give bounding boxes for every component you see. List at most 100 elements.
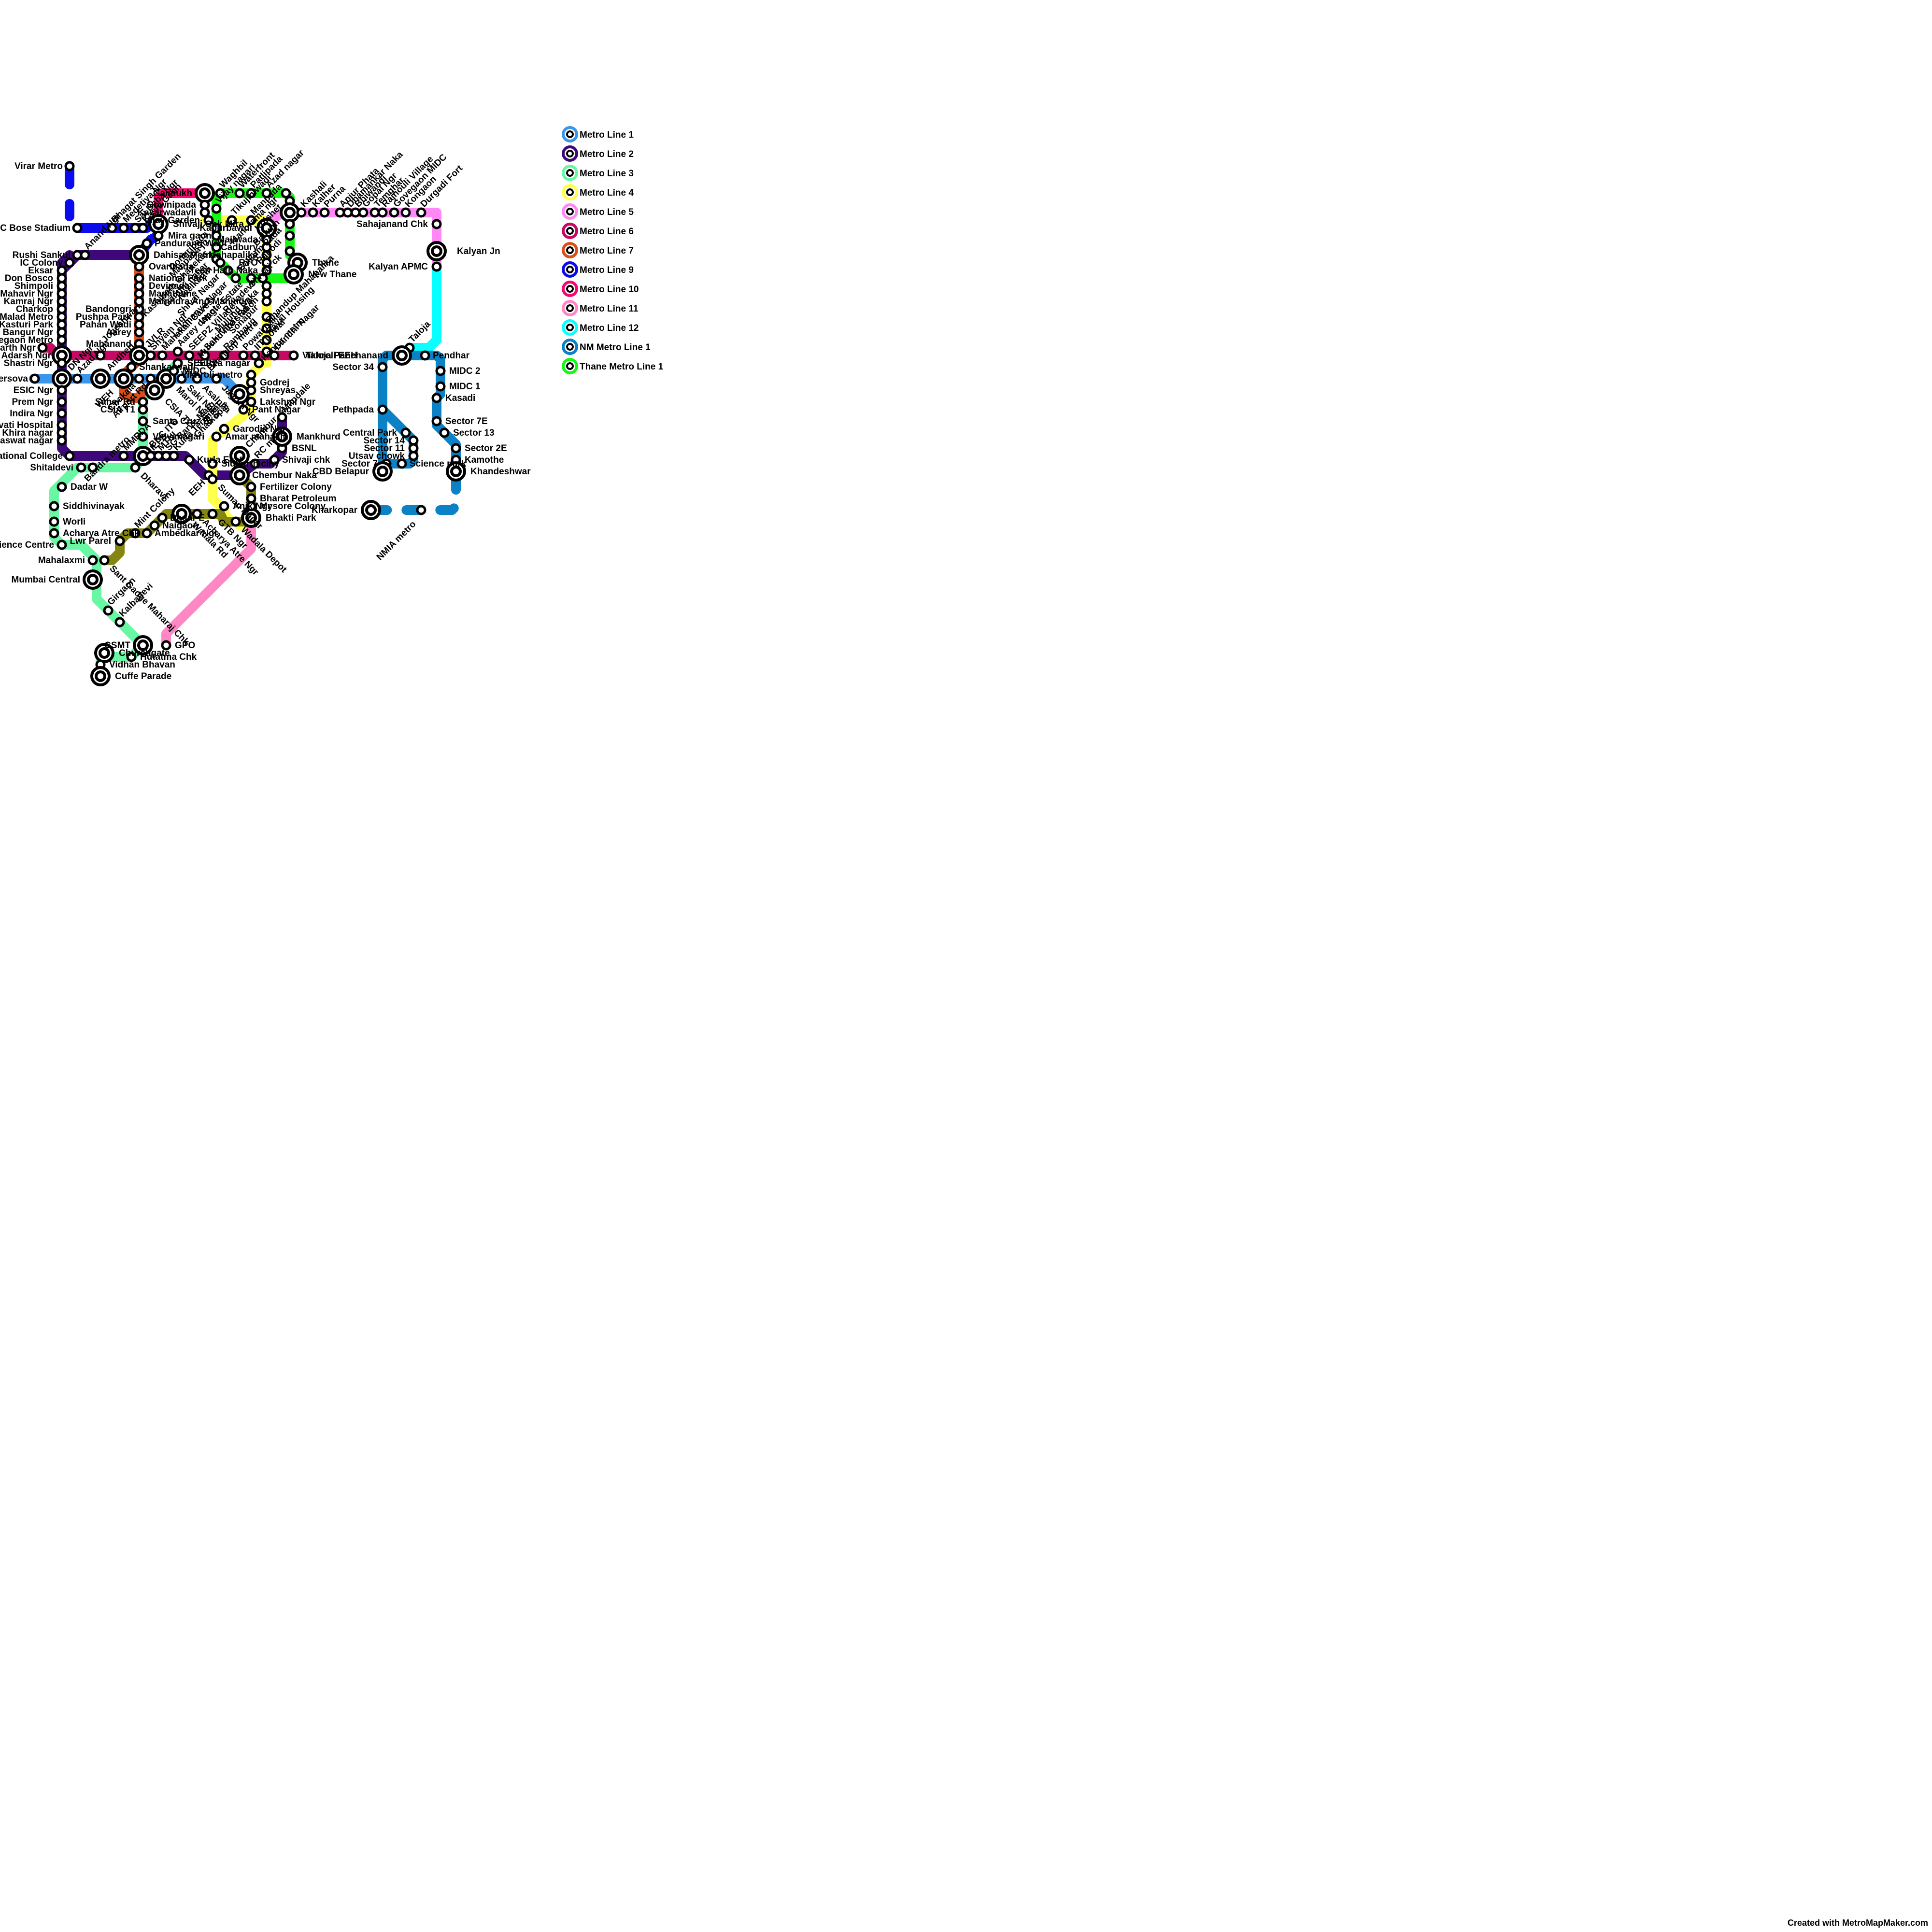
station-teen-hath-naka[interactable] (261, 265, 272, 276)
station-kurla-terminal[interactable] (169, 451, 179, 461)
station-midc-2[interactable] (435, 366, 446, 376)
station-virar-metro[interactable] (64, 161, 75, 171)
station-sector-34[interactable] (377, 362, 388, 372)
station-acharya-atre-ngr[interactable] (192, 509, 202, 519)
station-neelkanth[interactable] (215, 257, 226, 268)
station-amar-mahal-jn[interactable] (211, 431, 222, 442)
station-fertilizer-colony[interactable] (246, 482, 256, 492)
station-lwr-parel[interactable] (114, 536, 125, 546)
station-saki-vihar-rd[interactable] (199, 350, 210, 361)
station-shivaji-ck[interactable] (284, 246, 295, 256)
station-sector-2e[interactable] (451, 443, 461, 454)
station-nmia-metro[interactable] (416, 505, 426, 515)
station-seepz[interactable] (172, 358, 183, 369)
station-naigaon[interactable] (149, 520, 160, 531)
station-azad-nagar[interactable] (261, 188, 272, 199)
station-manorama-ngr[interactable] (281, 188, 291, 199)
station-prem-ngr[interactable] (57, 397, 67, 407)
station-national-college[interactable] (64, 451, 75, 461)
station-subhash-c-bose-stadium[interactable] (72, 223, 83, 233)
station-naval-housing[interactable] (261, 335, 272, 345)
station-azad-ngr[interactable] (72, 373, 83, 384)
station-manpada[interactable] (246, 215, 256, 226)
station-patlipada[interactable] (246, 188, 256, 199)
station-jagruti-ngr[interactable] (211, 373, 222, 384)
station-mira-gaon[interactable] (153, 230, 164, 241)
station-rambaug[interactable] (219, 350, 229, 361)
station-goregaon-metro[interactable] (57, 335, 67, 345)
station-saraswat-nagar[interactable] (57, 435, 67, 446)
station-shivaji-chk[interactable] (269, 455, 280, 465)
station-rc-marg[interactable] (250, 458, 260, 469)
station-sector-7e[interactable] (431, 416, 442, 426)
station-anand-ngr[interactable] (80, 250, 90, 260)
station-gopal-ngr[interactable] (358, 207, 369, 218)
station-bhagat-singh-garden[interactable] (107, 223, 117, 233)
station-pandurang-wadi[interactable] (142, 238, 152, 249)
station-kashali[interactable] (296, 207, 307, 218)
station-seepz-village[interactable] (184, 350, 195, 361)
station-sant-gadge-maharaj-chk[interactable] (99, 555, 110, 566)
station-railadevi[interactable] (257, 273, 268, 284)
station-siddhivinayak[interactable] (49, 501, 59, 511)
station-medetiya-ngr[interactable] (118, 223, 129, 233)
station-hutatma-chk[interactable] (126, 652, 137, 662)
station-ovaripada[interactable] (134, 261, 144, 272)
station-iit-powai[interactable] (250, 350, 260, 361)
station-shastri-ngr[interactable] (57, 358, 67, 369)
station-aarey[interactable] (134, 327, 144, 338)
station-indira-ngr[interactable] (57, 408, 67, 419)
station-shitaldevi[interactable] (76, 462, 86, 473)
station-jogeshwari[interactable] (95, 350, 106, 361)
station-balkum-pada[interactable] (284, 219, 295, 229)
station-versova[interactable] (29, 373, 40, 384)
station-asalpha[interactable] (192, 373, 202, 384)
station-vijay-garden[interactable] (203, 215, 214, 226)
station-girgaon[interactable] (103, 605, 114, 616)
station-csia-t1[interactable] (138, 404, 148, 415)
station-dharavi[interactable] (130, 462, 141, 473)
station-chakala[interactable] (134, 373, 144, 384)
station-kongaon[interactable] (400, 207, 411, 218)
station-surya-nagar[interactable] (254, 358, 264, 369)
station-worli[interactable] (49, 516, 59, 527)
station-wadala-depot[interactable] (230, 516, 241, 527)
station-pendhar[interactable] (420, 350, 430, 361)
station-kanjur-metro[interactable] (261, 346, 272, 357)
station-science-park[interactable] (397, 458, 407, 469)
station-swami-samarth-ngr[interactable] (37, 342, 48, 353)
station-sidharth-clny[interactable] (207, 458, 218, 469)
station-sonapur[interactable] (261, 296, 272, 307)
station-powai-lake[interactable] (238, 350, 249, 361)
station-mandale[interactable] (277, 412, 287, 423)
station-kalbadevi[interactable] (114, 617, 125, 627)
station-acharya-atre-chk[interactable] (49, 528, 59, 539)
station-govegaon-midc[interactable] (389, 207, 399, 218)
station-central-park[interactable] (400, 427, 411, 438)
station-suman-nagar[interactable] (207, 474, 218, 484)
station-sector-13[interactable] (439, 427, 450, 438)
station-dadar-e[interactable] (157, 512, 168, 523)
station-saki-naka[interactable] (176, 373, 187, 384)
station-tikujiniwadi[interactable] (227, 215, 237, 226)
station-aarey-depot[interactable] (172, 346, 183, 357)
station-vijay-nagari[interactable] (211, 203, 222, 214)
station-vidyanagari[interactable] (138, 431, 148, 442)
station-shreyas[interactable] (246, 385, 256, 396)
station-kasadi[interactable] (431, 393, 442, 403)
station-midc[interactable] (169, 366, 179, 376)
station-kalyan-apmc[interactable] (431, 261, 442, 272)
station-bhandup-mahapalika[interactable] (261, 323, 272, 334)
station-kashinath-ghanekar[interactable] (211, 242, 222, 253)
station-durgadi-fort[interactable] (416, 207, 426, 218)
station-lakshmi-ngr[interactable] (246, 397, 256, 407)
station-mint-colony[interactable] (130, 528, 141, 539)
station-bandra-metro[interactable] (87, 462, 98, 473)
station-esic-ngr[interactable] (57, 385, 67, 396)
station-shivai-nagar[interactable] (223, 265, 233, 276)
station-gandhi-nagar[interactable] (269, 350, 280, 361)
station-kalher[interactable] (308, 207, 318, 218)
station-pant-nagar[interactable] (238, 404, 249, 415)
station-manpada-jn[interactable] (211, 230, 222, 241)
station-science-centre[interactable] (57, 540, 67, 550)
